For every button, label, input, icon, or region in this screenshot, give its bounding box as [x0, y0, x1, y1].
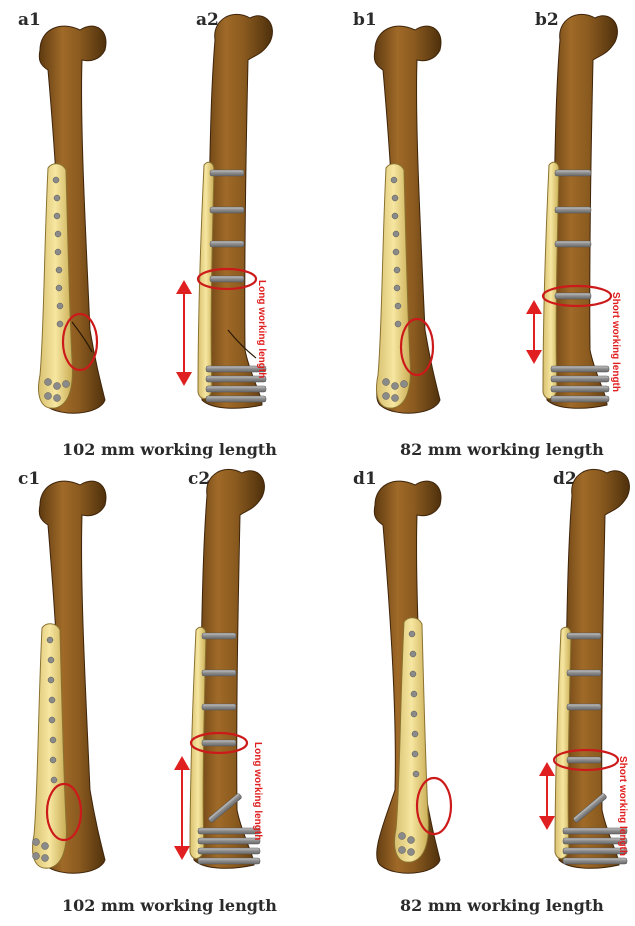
annotation-long-a2: Long working length: [256, 280, 267, 378]
femur-c2: Long working length: [174, 469, 264, 868]
annotation-short-b2: Short working length: [610, 292, 621, 392]
femur-d1: [374, 481, 451, 873]
femur-b2: Short working length: [526, 14, 621, 408]
femur-d2: Short working length: [539, 469, 629, 868]
femur-c1: [33, 481, 106, 873]
plate-b2: [543, 162, 559, 398]
femur-a2: Long working length: [176, 14, 272, 408]
plate-d2: [555, 627, 571, 858]
annotation-long-c2: Long working length: [252, 742, 263, 840]
annotation-short-d2: Short working length: [617, 756, 628, 856]
femur-b1: [374, 26, 441, 413]
femur-a1: [39, 26, 106, 413]
